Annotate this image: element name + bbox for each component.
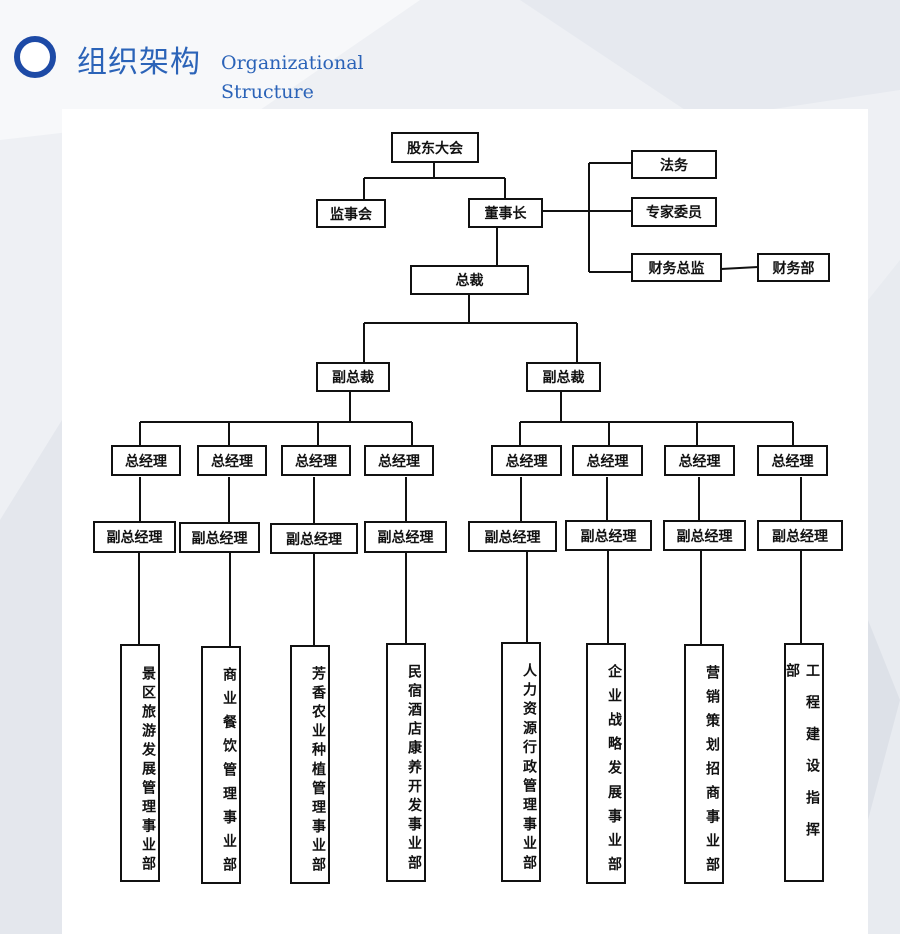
- deputy-general-manager-box: 副总经理: [270, 523, 358, 554]
- department-marketing-investment: 营销策划招商事业部: [684, 644, 724, 884]
- legal-box: 法务: [631, 150, 717, 179]
- expert-committee-box: 专家委员: [631, 197, 717, 227]
- general-manager-box: 总经理: [281, 445, 351, 476]
- deputy-general-manager-box: 副总经理: [93, 521, 176, 553]
- deputy-general-manager-box: 副总经理: [565, 520, 652, 551]
- general-manager-box: 总经理: [364, 445, 434, 476]
- department-scenic-tourism: 景区旅游发展管理事业部: [120, 644, 160, 882]
- general-manager-box: 总经理: [664, 445, 735, 476]
- general-manager-box: 总经理: [757, 445, 828, 476]
- subtitle-line-1: Organizational: [221, 52, 364, 74]
- vice-president-box-right: 副总裁: [526, 362, 601, 392]
- department-corporate-strategy: 企业战略发展事业部: [586, 643, 626, 884]
- finance-department-box: 财务部: [757, 253, 830, 282]
- page-header: 组织架构 Organizational Structure: [0, 0, 900, 110]
- chairman-box: 董事长: [468, 198, 543, 228]
- page-subtitle: Organizational Structure: [221, 49, 364, 107]
- shareholders-meeting-box: 股东大会: [391, 132, 479, 163]
- subtitle-line-2: Structure: [221, 81, 314, 103]
- supervisory-board-box: 监事会: [316, 199, 386, 228]
- general-manager-box: 总经理: [111, 445, 181, 476]
- page-title: 组织架构: [77, 45, 201, 80]
- deputy-general-manager-box: 副总经理: [468, 521, 557, 552]
- deputy-general-manager-box: 副总经理: [179, 522, 260, 553]
- department-engineering-command: 工程建设指挥部: [784, 643, 824, 882]
- circle-icon: [14, 36, 56, 78]
- vice-president-box-left: 副总裁: [316, 362, 390, 392]
- president-box: 总裁: [410, 265, 529, 295]
- cfo-box: 财务总监: [631, 253, 722, 282]
- general-manager-box: 总经理: [572, 445, 643, 476]
- deputy-general-manager-box: 副总经理: [663, 520, 746, 551]
- department-commercial-catering: 商业餐饮管理事业部: [201, 646, 241, 884]
- department-aromatic-agriculture: 芳香农业种植管理事业部: [290, 645, 330, 884]
- general-manager-box: 总经理: [197, 445, 267, 476]
- general-manager-box: 总经理: [491, 445, 562, 476]
- department-hr-administration: 人力资源行政管理事业部: [501, 642, 541, 882]
- deputy-general-manager-box: 副总经理: [364, 521, 447, 553]
- deputy-general-manager-box: 副总经理: [757, 520, 843, 551]
- department-homestay-hotel-wellness: 民宿酒店康养开发事业部: [386, 643, 426, 882]
